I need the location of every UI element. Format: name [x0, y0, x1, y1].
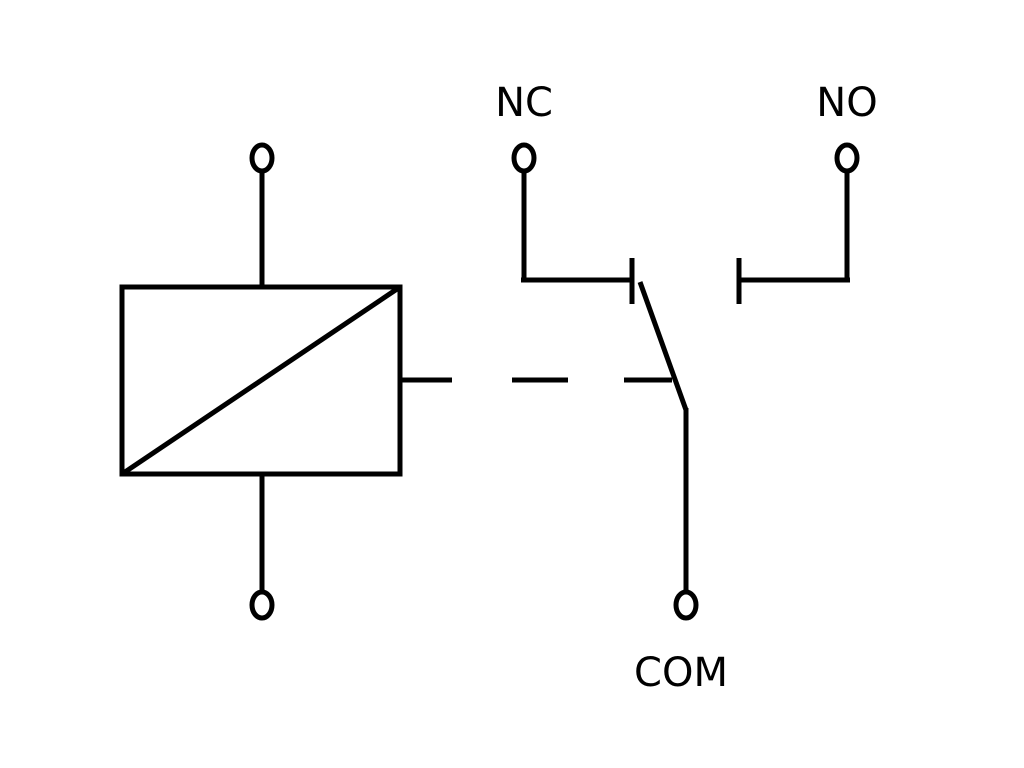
no-terminal [834, 142, 860, 174]
com-label: COM [634, 650, 728, 696]
coil-top-terminal [249, 142, 275, 174]
nc-terminal [511, 142, 537, 174]
coil-bottom-terminal [249, 589, 275, 621]
com-terminal [673, 589, 699, 621]
nc-label: NC [495, 80, 553, 126]
relay-coil-diagonal [120, 284, 402, 477]
no-label: NO [816, 80, 877, 126]
switch-arm [637, 281, 689, 411]
